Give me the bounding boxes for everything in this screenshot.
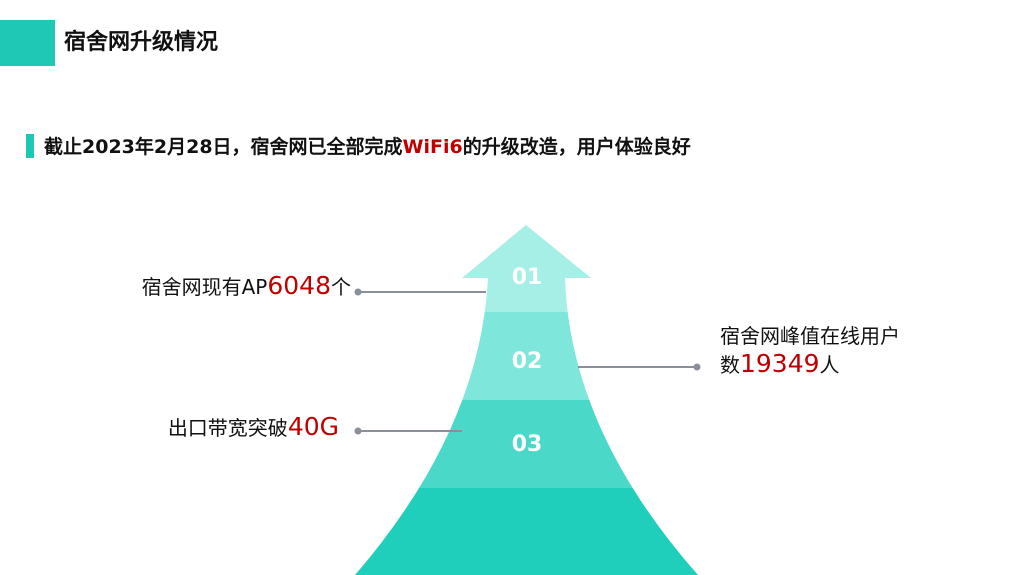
connector-dot-ap (354, 288, 362, 296)
subtitle-prefix: 截止2023年2月28日，宿舍网已全部完成 (44, 136, 403, 158)
callout-bandwidth: 出口带宽突破40G (168, 413, 339, 442)
callout-peak-suffix: 人 (819, 353, 840, 377)
connector-dot-bandwidth (354, 427, 362, 435)
callout-ap-prefix: 宿舍网现有AP (141, 275, 268, 299)
callout-ap-count: 宿舍网现有AP6048个 (142, 272, 351, 301)
step-label-01: 01 (512, 265, 543, 290)
step-label-03: 03 (512, 432, 543, 457)
callout-bandwidth-prefix: 出口带宽突破 (167, 416, 288, 440)
subtitle: 截止2023年2月28日，宿舍网已全部完成WiFi6的升级改造，用户体验良好 (44, 133, 691, 161)
page-title: 宿舍网升级情况 (64, 30, 219, 55)
callout-peak-line1: 宿舍网峰值在线用户 (720, 324, 900, 348)
callout-peak-prefix: 数 (720, 353, 740, 377)
subtitle-highlight: WiFi6 (402, 136, 463, 158)
title-accent-block (0, 20, 55, 66)
callout-bandwidth-value: 40G (287, 412, 339, 441)
callout-ap-value: 6048 (267, 271, 331, 300)
callout-peak-value: 19349 (740, 349, 820, 378)
subtitle-accent-bar (26, 134, 34, 158)
callout-peak-users: 宿舍网峰值在线用户数19349人 (720, 322, 900, 379)
subtitle-suffix: 的升级改造，用户体验良好 (462, 136, 691, 158)
connector-dot-peak (693, 363, 701, 371)
callout-ap-suffix: 个 (331, 275, 351, 299)
step-label-02: 02 (512, 349, 543, 374)
arrow-segment-4 (355, 488, 698, 575)
